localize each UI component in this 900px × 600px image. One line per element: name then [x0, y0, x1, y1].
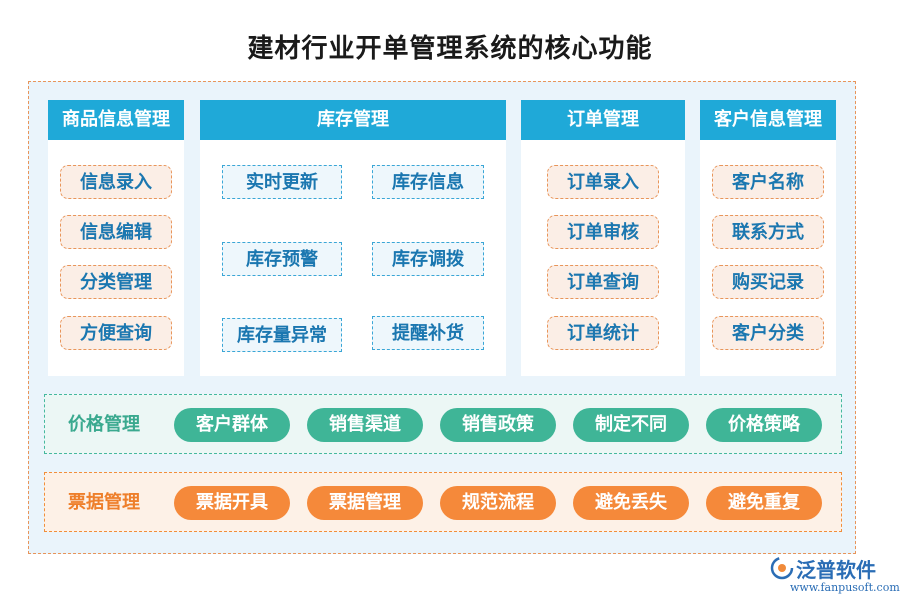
- customers-item-name: 客户名称: [712, 165, 824, 199]
- customers-item-contact: 联系方式: [712, 215, 824, 249]
- brand-logo-icon: [770, 556, 794, 580]
- billing-chip: 避免丢失: [573, 486, 689, 520]
- panel-goods-header: 商品信息管理: [48, 100, 184, 140]
- inventory-item-abnormal: 库存量异常: [222, 318, 342, 352]
- panel-inventory-header: 库存管理: [200, 100, 506, 140]
- pricing-chip: 价格策略: [706, 408, 822, 442]
- panel-goods: 商品信息管理 信息录入 信息编辑 分类管理 方便查询: [48, 100, 184, 376]
- inventory-item-info: 库存信息: [372, 165, 484, 199]
- panel-customers: 客户信息管理 客户名称 联系方式 购买记录 客户分类: [700, 100, 836, 376]
- panel-customers-header: 客户信息管理: [700, 100, 836, 140]
- pricing-chip: 制定不同: [573, 408, 689, 442]
- billing-chip: 票据管理: [307, 486, 423, 520]
- page-title: 建材行业开单管理系统的核心功能: [247, 34, 653, 64]
- inventory-item-realtime: 实时更新: [222, 165, 342, 199]
- goods-item-edit: 信息编辑: [60, 215, 172, 249]
- billing-chip: 票据开具: [174, 486, 290, 520]
- brand-url: www.fanpusoft.com: [790, 581, 900, 594]
- inventory-item-transfer: 库存调拨: [372, 242, 484, 276]
- orders-item-stats: 订单统计: [547, 316, 659, 350]
- customers-item-category: 客户分类: [712, 316, 824, 350]
- orders-item-query: 订单查询: [547, 265, 659, 299]
- inventory-item-restock: 提醒补货: [372, 316, 484, 350]
- billing-row: 票据管理 票据开具 票据管理 规范流程 避免丢失 避免重复: [44, 472, 842, 532]
- panel-inventory: 库存管理 实时更新 库存信息 库存预警 库存调拨 库存量异常 提醒补货: [200, 100, 506, 376]
- billing-label: 票据管理: [68, 492, 140, 513]
- goods-item-query: 方便查询: [60, 316, 172, 350]
- orders-item-entry: 订单录入: [547, 165, 659, 199]
- pricing-chip: 客户群体: [174, 408, 290, 442]
- brand-logo: 泛普软件 www.fanpusoft.com: [770, 554, 900, 598]
- brand-name: 泛普软件: [796, 558, 876, 582]
- pricing-label: 价格管理: [68, 414, 140, 435]
- pricing-chip: 销售政策: [440, 408, 556, 442]
- goods-item-category: 分类管理: [60, 265, 172, 299]
- panel-orders: 订单管理 订单录入 订单审核 订单查询 订单统计: [521, 100, 685, 376]
- billing-chip: 规范流程: [440, 486, 556, 520]
- goods-item-entry: 信息录入: [60, 165, 172, 199]
- customers-item-history: 购买记录: [712, 265, 824, 299]
- panel-orders-header: 订单管理: [521, 100, 685, 140]
- orders-item-review: 订单审核: [547, 215, 659, 249]
- pricing-row: 价格管理 客户群体 销售渠道 销售政策 制定不同 价格策略: [44, 394, 842, 454]
- billing-chip: 避免重复: [706, 486, 822, 520]
- pricing-chip: 销售渠道: [307, 408, 423, 442]
- inventory-item-warning: 库存预警: [222, 242, 342, 276]
